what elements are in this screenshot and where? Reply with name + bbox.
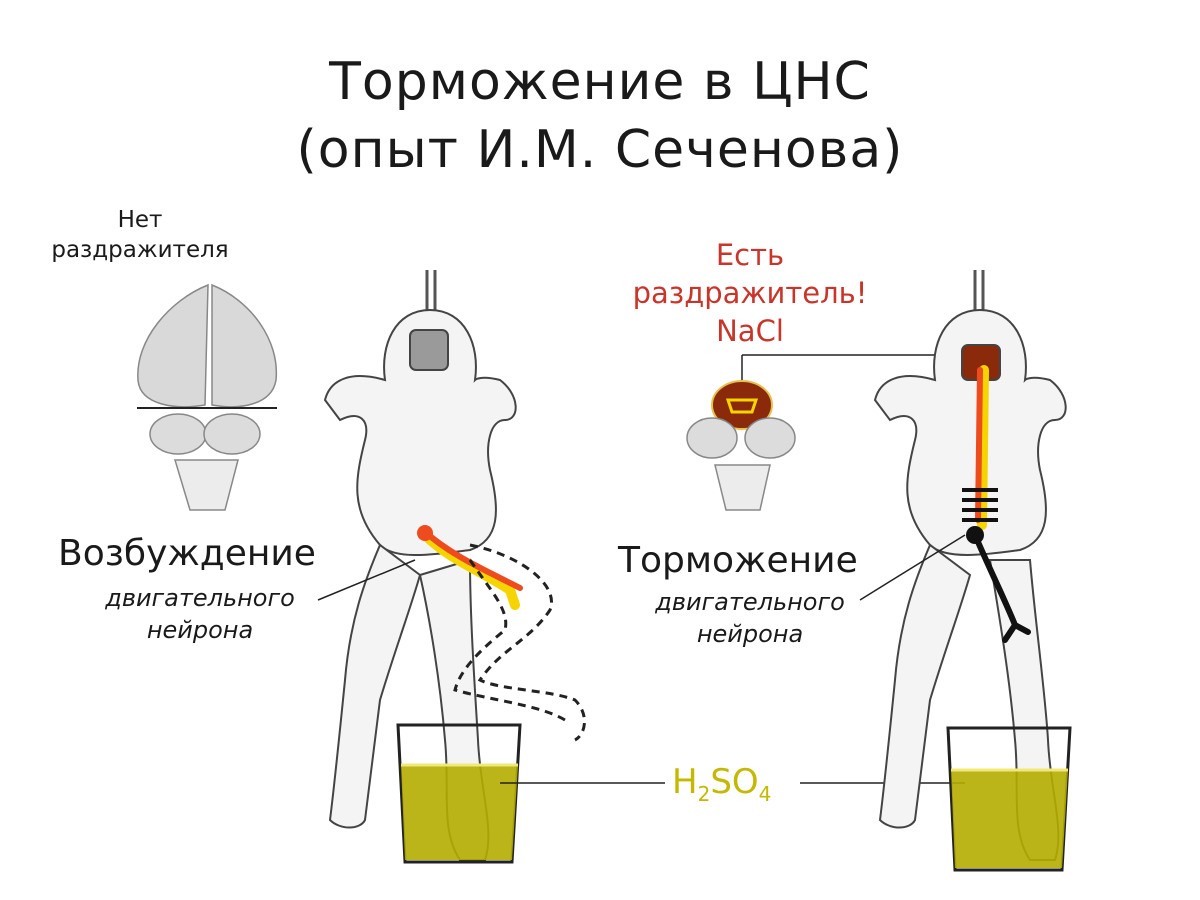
right-effect-title: Торможение <box>618 540 858 581</box>
right-stimulus-label: Есть раздражитель! NaCl <box>590 236 910 350</box>
left-stimulus-label: Нет раздражителя <box>20 205 260 265</box>
right-stimulus-line2: раздражитель! <box>590 274 910 312</box>
left-effect-line2: нейрона <box>60 614 340 646</box>
left-effect-title: Возбуждение <box>58 533 316 574</box>
acid-sub4: 4 <box>759 782 772 806</box>
right-stimulus-line1: Есть <box>590 236 910 274</box>
left-brain-illustration <box>137 285 277 510</box>
right-beaker <box>948 728 1070 870</box>
left-effect-line1: двигательного <box>60 582 340 614</box>
left-effect-desc: двигательного нейрона <box>60 582 340 646</box>
right-effect-line2: нейрона <box>610 618 890 650</box>
right-brain-illustration <box>687 355 795 510</box>
right-effect-line1: двигательного <box>610 586 890 618</box>
left-stimulus-line1: Нет <box>20 205 260 235</box>
acid-label: H2SO4 <box>672 762 771 806</box>
right-stimulus-chem: NaCl <box>590 312 910 350</box>
acid-so: SO <box>710 762 758 802</box>
right-effect-desc: двигательного нейрона <box>610 586 890 650</box>
acid-sub2: 2 <box>698 782 711 806</box>
acid-h: H <box>672 762 698 802</box>
left-stimulus-line2: раздражителя <box>20 235 260 265</box>
